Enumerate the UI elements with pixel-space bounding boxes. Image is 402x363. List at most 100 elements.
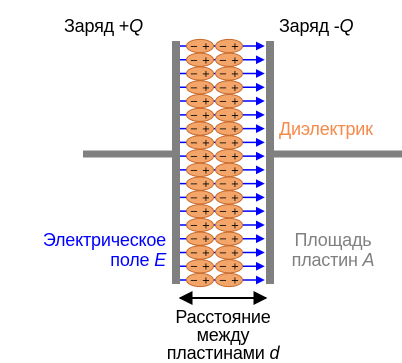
positive-plate [172,41,180,284]
dipole-positive-sign: + [202,193,210,204]
dipole-positive-sign: + [202,234,210,245]
dipole: −+ [215,149,243,164]
dipole-positive-sign: + [231,83,239,94]
dipole-negative-sign: − [219,69,227,80]
dipole-negative-sign: − [190,152,198,163]
dipole-negative-sign: − [190,207,198,218]
dipole: −+ [186,52,214,67]
dipole-positive-sign: + [202,262,210,273]
dipole: −+ [186,217,214,233]
dipole: −+ [215,245,243,260]
dipole-negative-sign: − [219,207,227,218]
dipole: −+ [215,259,243,274]
dipole-positive-sign: + [202,83,210,94]
dipole: −+ [215,204,243,219]
dipole-negative-sign: − [190,248,198,259]
plate-distance-line3: пластинами d [138,344,308,362]
dipole-positive-sign: + [202,110,210,121]
dipole-positive-sign: + [202,55,210,66]
dipole: −+ [186,38,214,54]
dipole: −+ [186,149,214,164]
dipole-positive-sign: + [231,234,239,245]
electric-field-prefix: поле [110,250,155,270]
dipole: −+ [186,80,214,95]
plate-distance-label: Расстояние между пластинами d [138,308,308,362]
dipole-positive-sign: + [202,207,210,218]
dipole: −+ [215,272,243,288]
dipole-negative-sign: − [190,42,198,53]
dipole-positive-sign: + [231,193,239,204]
dipole-positive-sign: + [231,124,239,135]
dielectric-label: Диэлектрик [279,119,373,139]
dipole-positive-sign: + [202,152,210,163]
dipole: −+ [215,190,243,205]
dipole: −+ [186,190,214,205]
negative-charge-prefix: Заряд - [279,16,340,36]
dipole-negative-sign: − [190,97,198,108]
dipole-negative-sign: − [219,276,227,287]
plate-area-label: Площадь пластин A [276,230,390,270]
dipole: −+ [186,121,214,136]
electric-field-line1: Электрическое [42,230,166,250]
dipole-positive-sign: + [202,69,210,80]
positive-charge-prefix: Заряд + [64,16,130,36]
dipole: −+ [186,272,214,288]
dipole-negative-sign: − [219,262,227,273]
dipole: −+ [215,38,243,54]
dipole: −+ [186,204,214,219]
dipole-positive-sign: + [202,220,210,231]
negative-charge-label: Заряд -Q [279,16,354,36]
plate-area-line2: пластин A [276,250,390,270]
dipole-negative-sign: − [219,165,227,176]
dipole: −+ [215,80,243,95]
dipole: −+ [215,52,243,67]
dipole-positive-sign: + [231,110,239,121]
plate-distance-prefix: пластинами [166,343,270,363]
dipole-positive-sign: + [202,124,210,135]
dipole-positive-sign: + [231,262,239,273]
plate-area-line1: Площадь [294,230,372,250]
dipole-positive-sign: + [231,97,239,108]
dipole-negative-sign: − [190,110,198,121]
dipole-negative-sign: − [190,179,198,190]
dipole: −+ [186,107,214,122]
dipole-positive-sign: + [231,220,239,231]
dipole-negative-sign: − [219,55,227,66]
dipole-negative-sign: − [190,276,198,287]
dipole-positive-sign: + [202,138,210,149]
dipole-positive-sign: + [231,207,239,218]
dipole: −+ [186,231,214,246]
dipole-negative-sign: − [190,234,198,245]
dipole: −+ [215,66,243,81]
dipole: −+ [215,231,243,246]
dipole-positive-sign: + [231,42,239,53]
dipole-positive-sign: + [202,276,210,287]
negative-charge-symbol: Q [339,16,354,36]
dipole: −+ [215,162,243,177]
dipole-positive-sign: + [202,165,210,176]
dipole-negative-sign: − [190,193,198,204]
plate-distance-line2: между [196,325,250,345]
dipole-negative-sign: − [219,83,227,94]
dipole: −+ [186,245,214,260]
dipole: −+ [215,176,243,191]
positive-charge-symbol: Q [129,16,143,36]
dipole-negative-sign: − [219,234,227,245]
dipole-negative-sign: − [190,138,198,149]
dipole-negative-sign: − [219,42,227,53]
dipole: −+ [186,162,214,177]
dipole: −+ [186,66,214,81]
positive-charge-label: Заряд +Q [64,16,143,36]
dipole: −+ [215,121,243,136]
dipole: −+ [186,259,214,274]
dipole-positive-sign: + [202,179,210,190]
electric-field-label: Электрическое поле E [4,230,166,270]
dipole-positive-sign: + [231,152,239,163]
dipole-positive-sign: + [231,276,239,287]
dipole-negative-sign: − [190,69,198,80]
plate-area-symbol: A [362,250,375,270]
plate-distance-line1: Расстояние [175,307,271,327]
dipole-negative-sign: − [190,124,198,135]
dipole-negative-sign: − [190,165,198,176]
